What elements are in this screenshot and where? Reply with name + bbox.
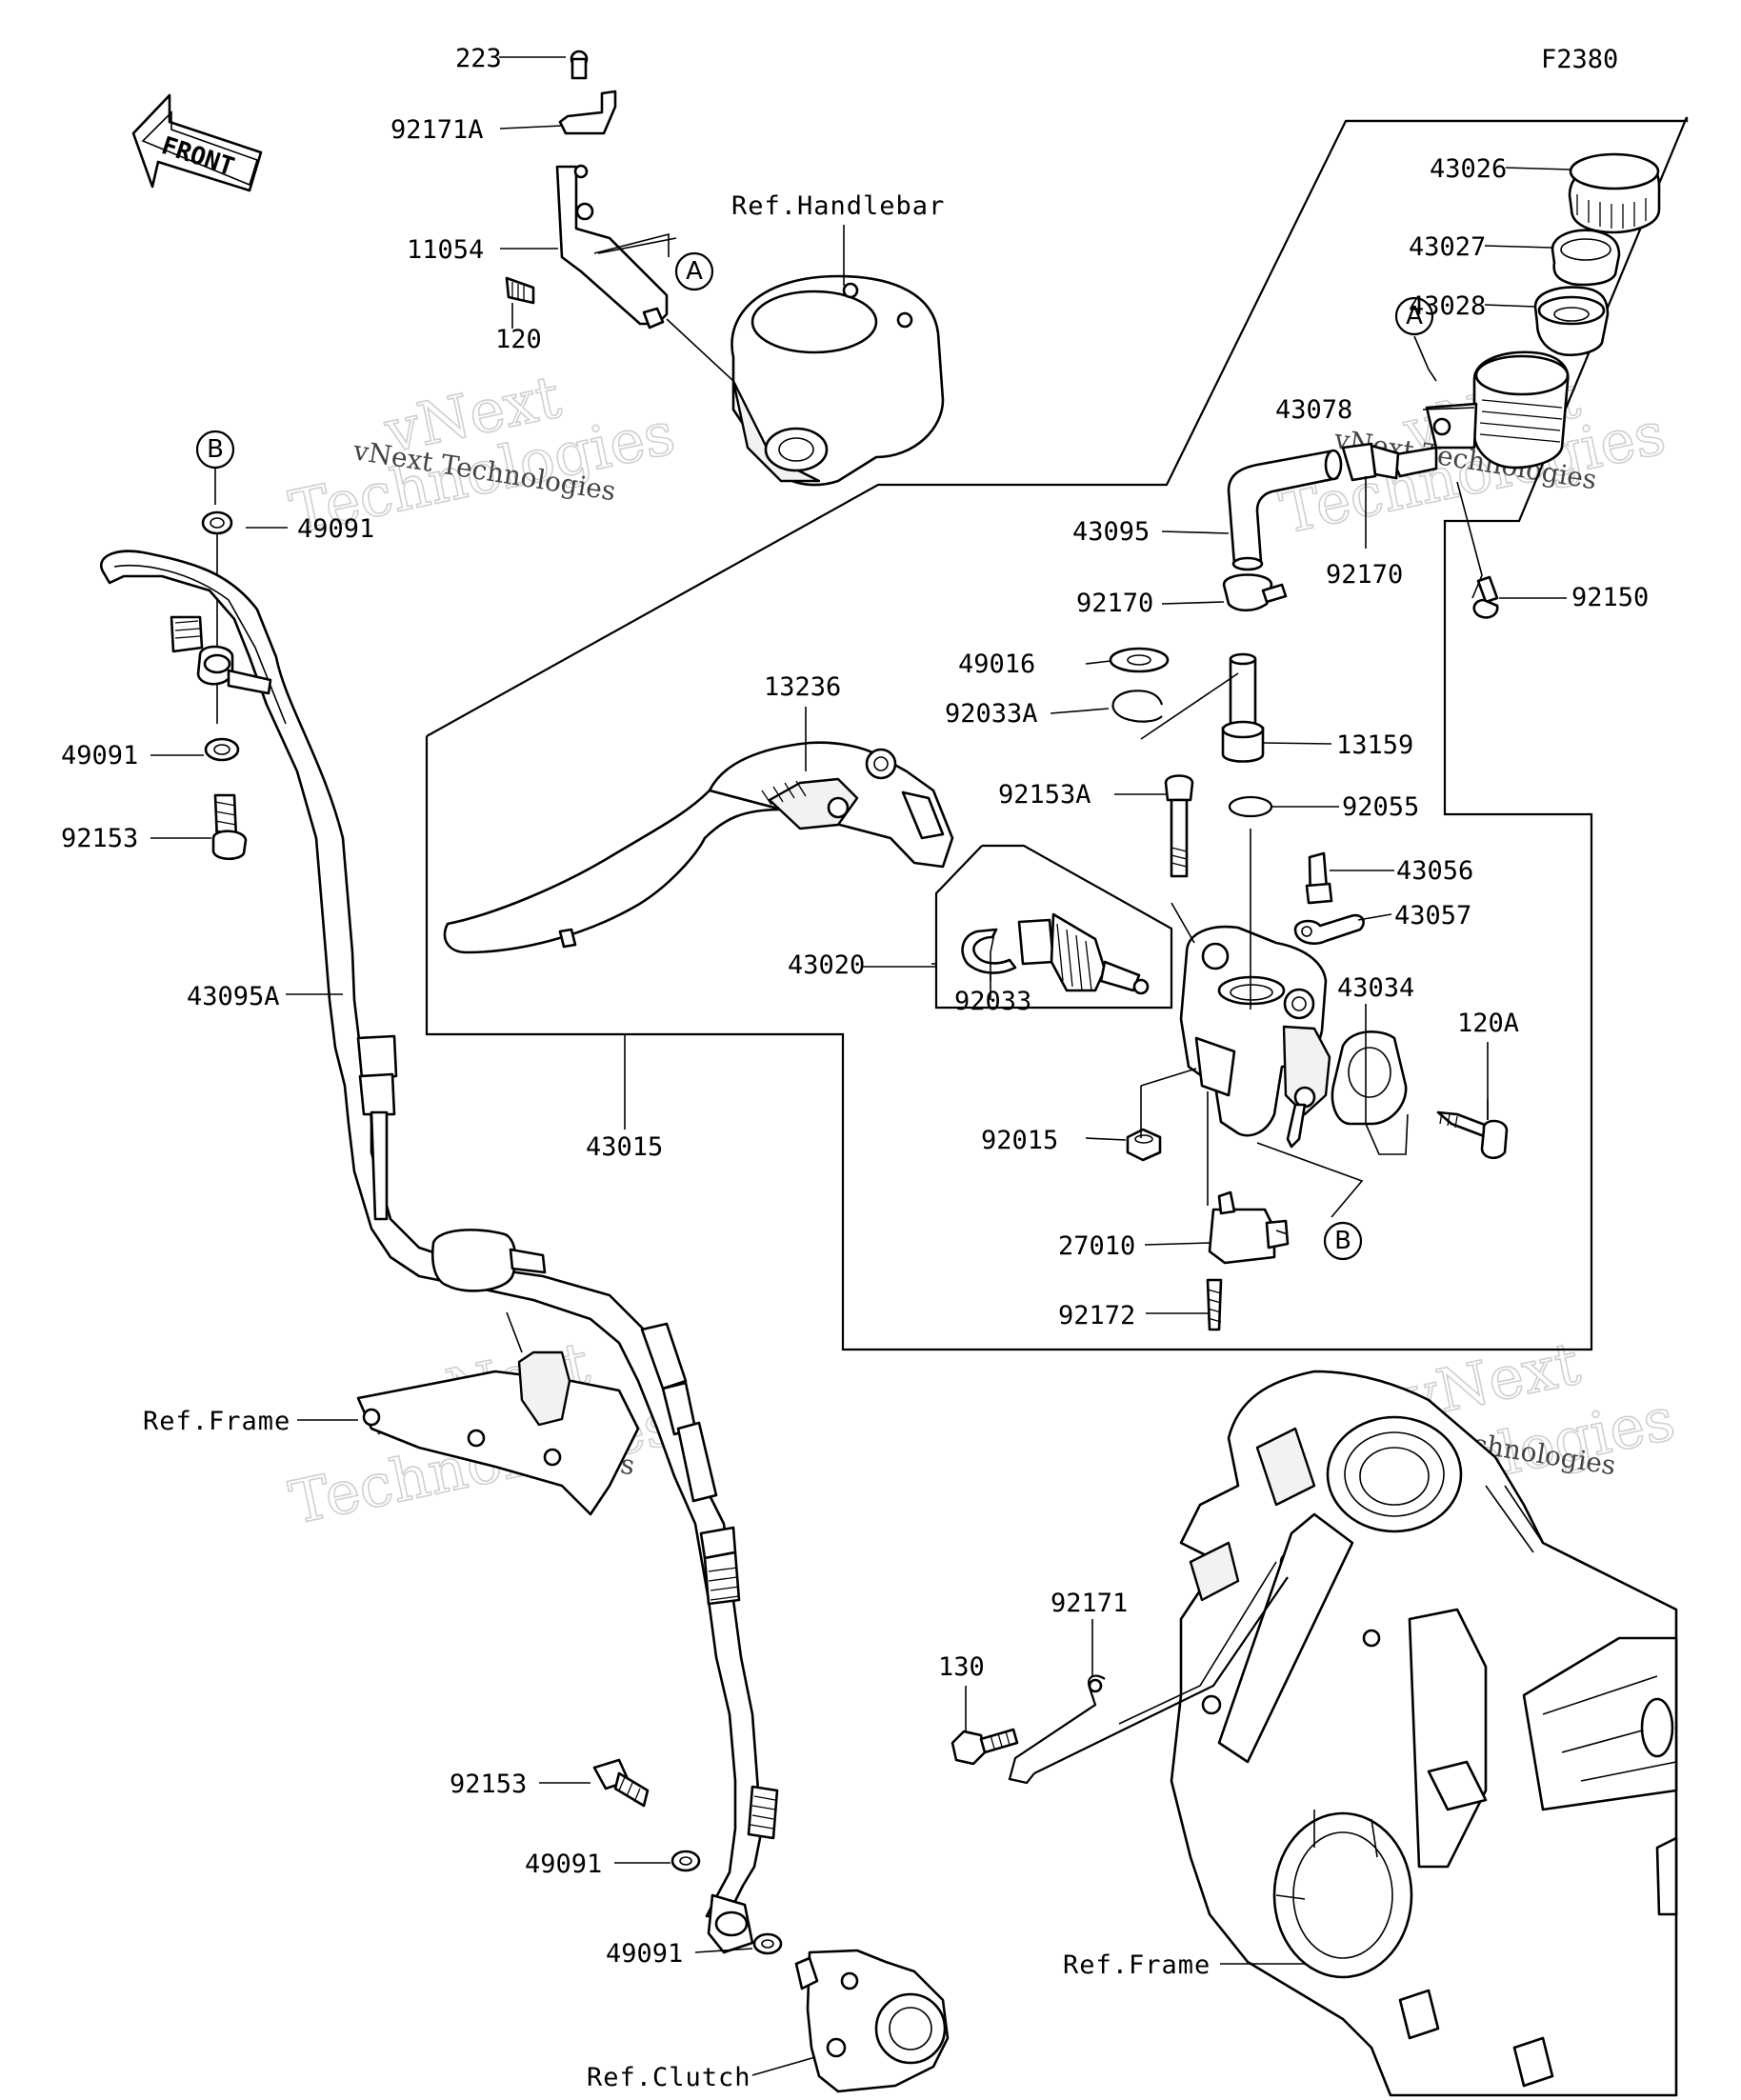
label-92055: 92055	[1342, 792, 1419, 822]
diaphragm-43028	[1533, 286, 1610, 356]
oring-92055	[1228, 795, 1273, 818]
piston-kit-box	[934, 844, 1173, 1010]
front-arrow-icon: FRONT	[131, 93, 263, 192]
label-13236: 13236	[764, 672, 841, 702]
washer-49016	[1109, 647, 1170, 673]
label-ref-clutch: Ref.Clutch	[587, 2063, 751, 2092]
frame-right	[1170, 1370, 1678, 2097]
label-43095A: 43095A	[187, 982, 280, 1011]
washer-49091-top	[201, 510, 233, 535]
label-43026: 43026	[1430, 154, 1507, 184]
assembly-boundary	[425, 116, 1689, 1351]
cap-43057	[1293, 913, 1365, 945]
label-43028: 43028	[1409, 291, 1486, 321]
label-92171: 92171	[1051, 1589, 1128, 1618]
label-92170b: 92170	[1326, 560, 1403, 590]
hose-43095	[1227, 449, 1343, 571]
washer-49091-mid	[204, 737, 240, 762]
reservoir-43078	[1341, 350, 1570, 482]
label-92150: 92150	[1571, 583, 1649, 612]
clamp-92170	[1222, 573, 1288, 612]
nut-92015	[1126, 1128, 1162, 1162]
frame-bracket-left	[356, 1350, 640, 1516]
label-43020: 43020	[788, 950, 865, 980]
label-ref-frame-2: Ref.Frame	[1063, 1950, 1211, 1980]
label-27010: 27010	[1058, 1231, 1135, 1261]
bracket-11054	[505, 50, 669, 330]
switch-27010	[1208, 1190, 1290, 1265]
reservoir-cap-43026	[1568, 152, 1661, 234]
label-49091c: 49091	[525, 1850, 602, 1879]
label-92033A: 92033A	[945, 699, 1038, 729]
label-43015: 43015	[586, 1132, 663, 1162]
boundary-top-edge	[1346, 117, 1689, 123]
piston-kit-43020	[961, 912, 1150, 995]
lever-13236	[443, 741, 954, 954]
label-43034: 43034	[1337, 973, 1414, 1003]
callout-b-right-label: B	[1334, 1227, 1351, 1255]
screw-92172	[1206, 1278, 1223, 1331]
label-92033: 92033	[954, 987, 1031, 1016]
callout-a-right-label: A	[1406, 302, 1423, 330]
label-49091b: 49091	[61, 741, 138, 770]
label-49091d: 49091	[606, 1939, 683, 1969]
guide-92171	[1008, 1576, 1289, 1785]
label-ref-handlebar: Ref.Handlebar	[731, 191, 945, 221]
label-43057: 43057	[1394, 901, 1471, 930]
hose-43095A	[100, 550, 779, 1954]
callout-a-top: A	[674, 251, 714, 291]
callout-b-left-label: B	[207, 435, 224, 464]
label-13159: 13159	[1336, 730, 1413, 760]
bolt-92153-top	[211, 793, 248, 861]
label-43027: 43027	[1409, 232, 1486, 262]
bolt-92153-bottom	[592, 1758, 650, 1808]
callout-a-right: A	[1394, 296, 1434, 336]
label-120: 120	[495, 325, 542, 354]
callout-a-top-label: A	[686, 257, 703, 286]
label-92153b: 92153	[450, 1770, 527, 1799]
diagram-code: F2380	[1541, 45, 1618, 74]
label-92015: 92015	[981, 1126, 1058, 1155]
screw-92150	[1472, 575, 1499, 619]
washer-49091-lower2	[752, 1932, 783, 1955]
callout-b-left: B	[195, 430, 235, 470]
switch-housing	[730, 274, 945, 487]
circlip-92033A	[1111, 690, 1164, 723]
clamp-43034	[1331, 1030, 1408, 1126]
label-ref-frame-1: Ref.Frame	[143, 1407, 290, 1436]
label-120A: 120A	[1457, 1009, 1519, 1038]
washer-49091-lower1	[670, 1850, 701, 1872]
label-43056: 43056	[1396, 856, 1473, 886]
bleeder-43056	[1305, 851, 1333, 905]
label-49016: 49016	[958, 650, 1035, 679]
callout-b-right: B	[1323, 1221, 1363, 1261]
label-92153A: 92153A	[998, 780, 1091, 810]
clutch-slave-cylinder	[794, 1949, 950, 2093]
label-11054: 11054	[407, 235, 484, 265]
label-130: 130	[938, 1652, 985, 1682]
label-92153a: 92153	[61, 824, 138, 853]
diaphragm-plate-43027	[1551, 229, 1621, 287]
bolt-92153A	[1164, 774, 1194, 878]
bolt-120A	[1436, 1110, 1509, 1160]
master-cylinder-body	[1179, 925, 1331, 1149]
fitting-13159	[1221, 652, 1265, 763]
label-49091a: 49091	[297, 514, 374, 544]
label-43095: 43095	[1072, 517, 1150, 547]
label-92171A: 92171A	[390, 115, 484, 145]
label-43078: 43078	[1275, 395, 1352, 425]
label-92172: 92172	[1058, 1301, 1135, 1330]
label-223: 223	[455, 44, 502, 73]
label-92170a: 92170	[1076, 589, 1153, 618]
bolt-130	[951, 1728, 1019, 1766]
